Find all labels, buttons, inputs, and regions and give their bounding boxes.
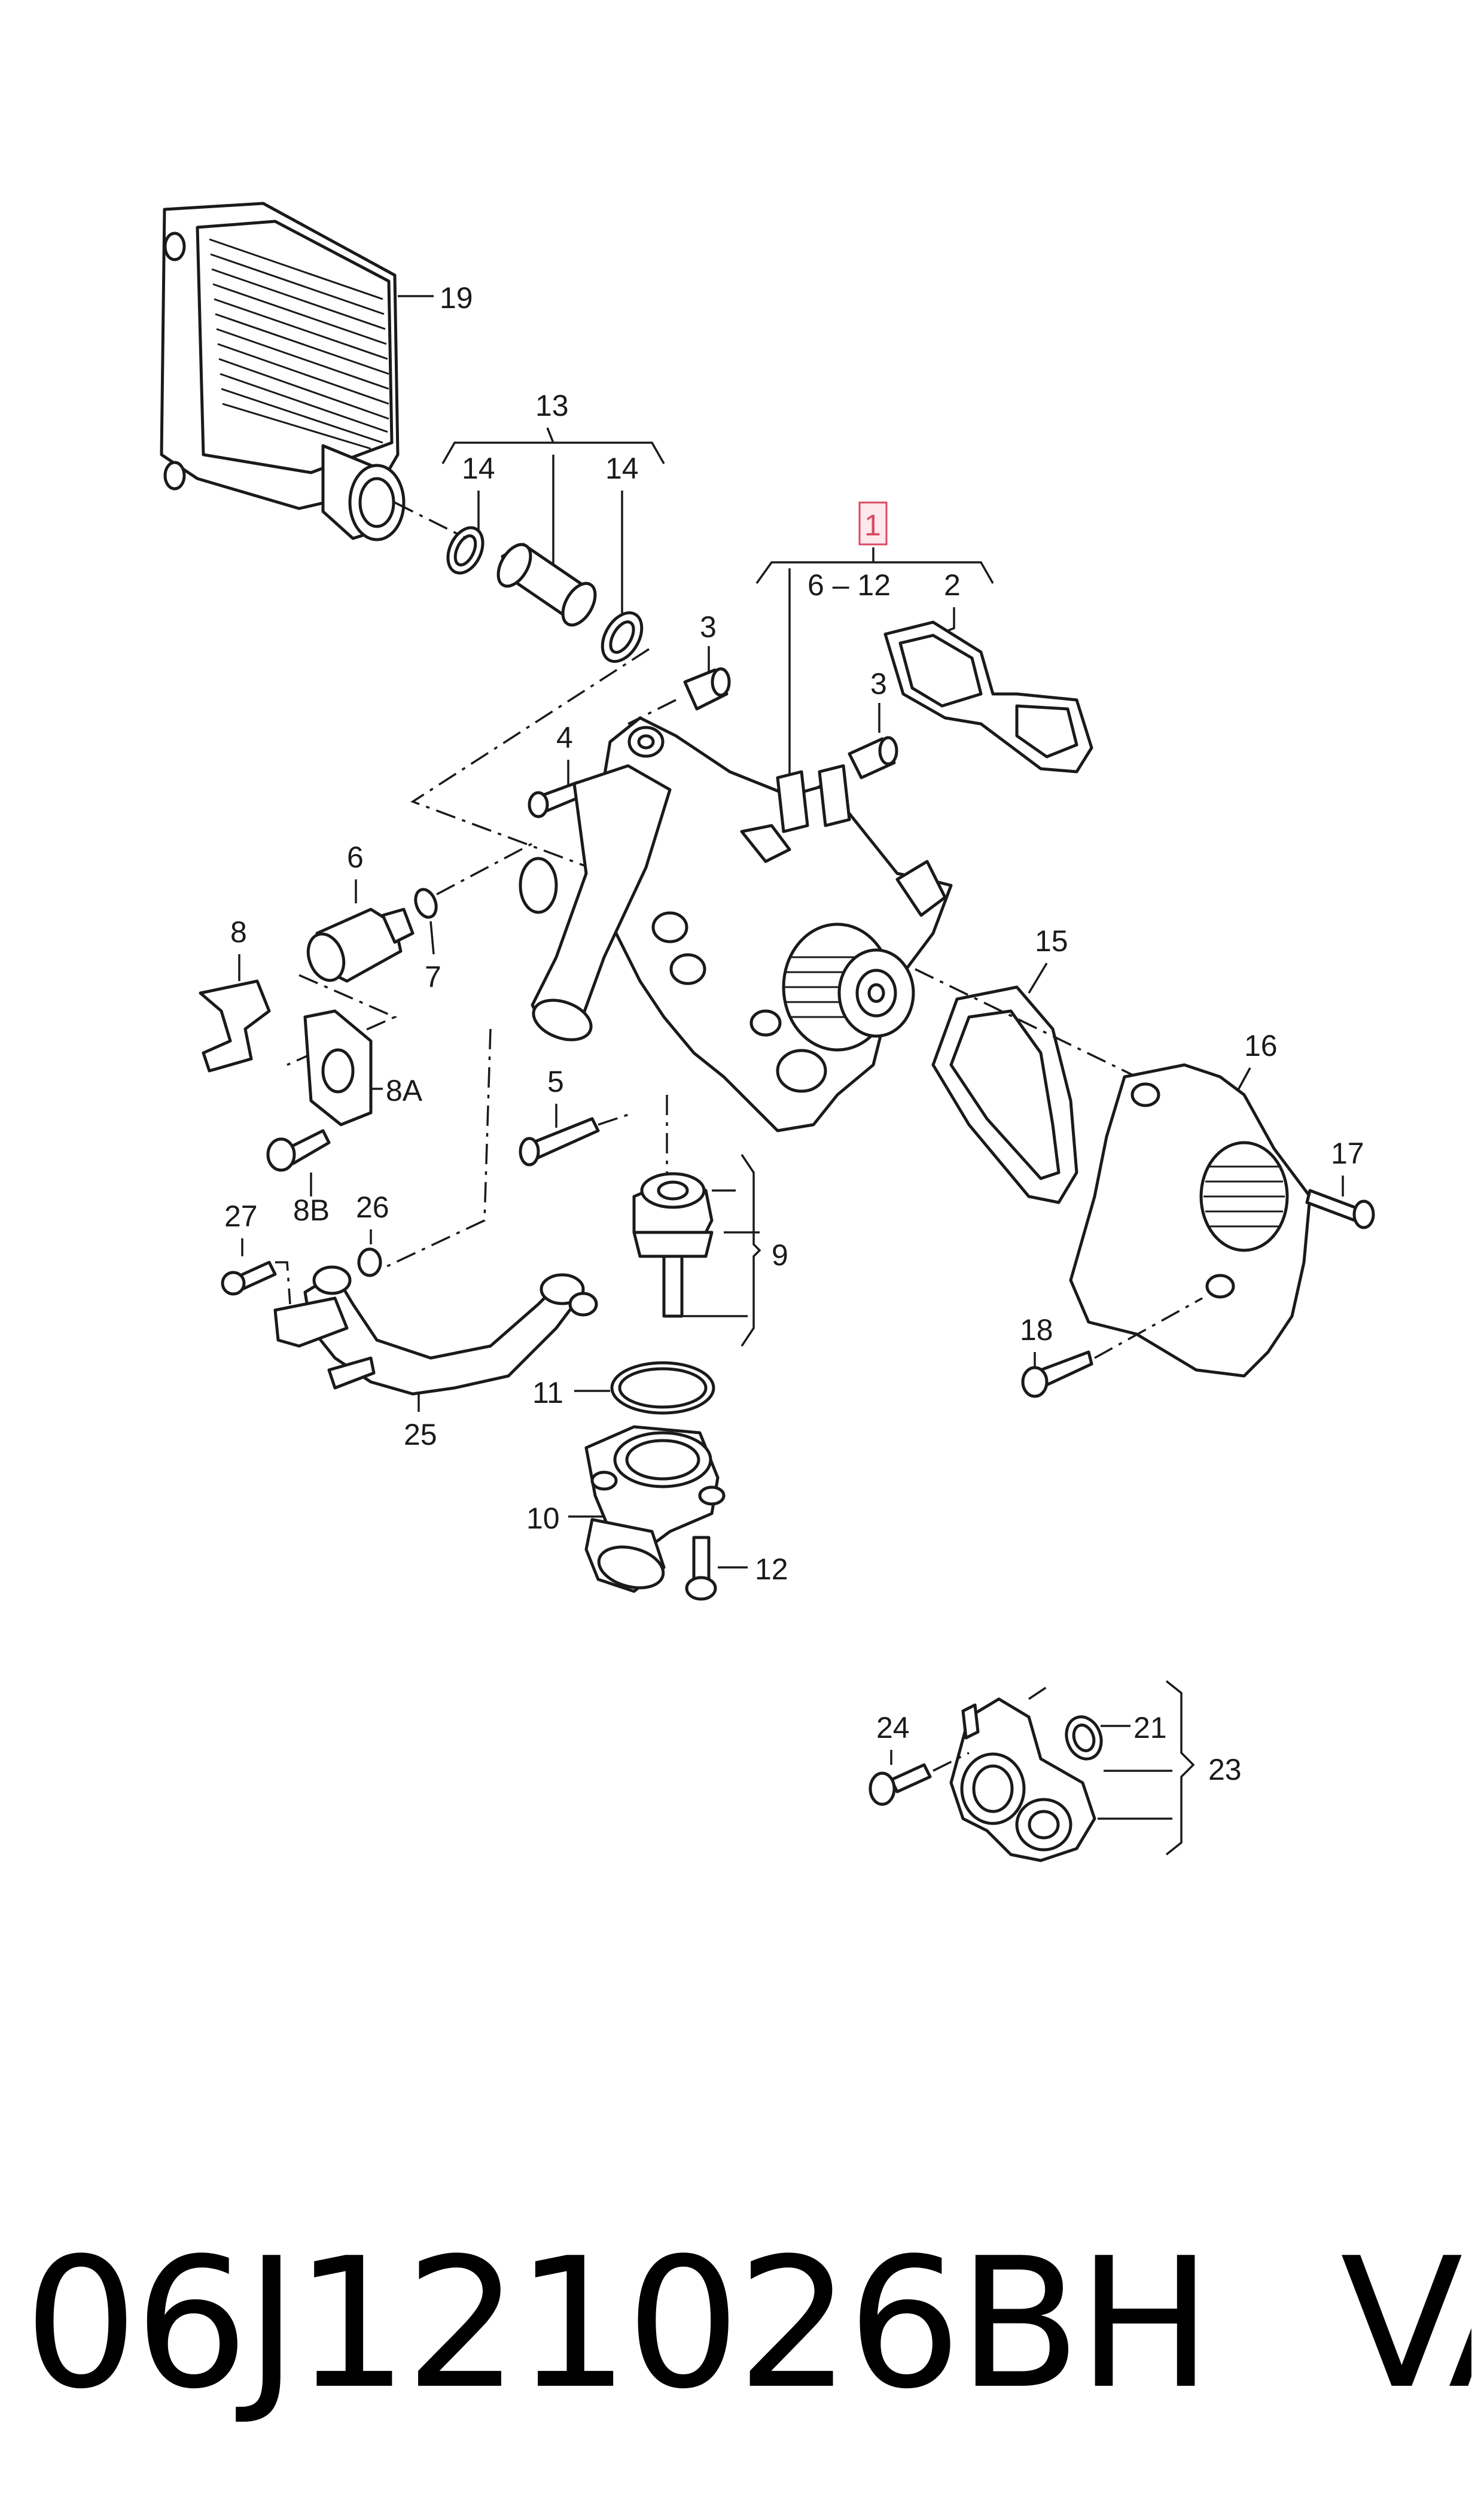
bolt-5 bbox=[519, 1117, 600, 1167]
callout-3-right: 3 bbox=[870, 667, 887, 701]
callout-11: 11 bbox=[532, 1376, 563, 1409]
callout-26: 26 bbox=[356, 1191, 389, 1224]
bolt-17 bbox=[1305, 1189, 1375, 1229]
callout-25: 25 bbox=[404, 1418, 437, 1451]
callout-18: 18 bbox=[1020, 1313, 1053, 1347]
callout-14-left: 14 bbox=[462, 452, 495, 485]
callout-2: 2 bbox=[944, 568, 961, 602]
bolt-24 bbox=[869, 1763, 932, 1806]
bolt-12 bbox=[685, 1536, 717, 1601]
temperature-sensor-6 bbox=[306, 908, 415, 983]
callout-15: 15 bbox=[1035, 924, 1068, 958]
coolant-flange-23 bbox=[949, 1697, 1096, 1862]
gasket-2 bbox=[883, 620, 1093, 774]
callout-14-right: 14 bbox=[605, 452, 639, 485]
callout-6-12: 6 – 12 bbox=[807, 568, 891, 602]
callout-19: 19 bbox=[440, 281, 473, 315]
o-ring-14-right bbox=[601, 611, 644, 663]
callout-8a: 8A bbox=[386, 1074, 423, 1107]
dowel-3-left bbox=[683, 667, 731, 711]
water-pump-housing bbox=[519, 716, 953, 1132]
o-ring-26 bbox=[357, 1247, 382, 1277]
o-ring-11 bbox=[610, 1361, 715, 1415]
callout-27: 27 bbox=[224, 1199, 258, 1233]
o-ring-21 bbox=[1065, 1715, 1103, 1761]
callout-13: 13 bbox=[535, 389, 569, 422]
brand-label: VAG bbox=[1340, 2225, 1471, 2423]
callout-8b: 8B bbox=[293, 1193, 330, 1227]
callout-12: 12 bbox=[755, 1552, 788, 1586]
callout-16: 16 bbox=[1244, 1029, 1278, 1062]
callout-5: 5 bbox=[547, 1065, 564, 1098]
callout-10: 10 bbox=[526, 1502, 560, 1535]
clip-8 bbox=[199, 979, 271, 1073]
o-ring-7 bbox=[414, 888, 438, 919]
coolant-pipe-25 bbox=[273, 1265, 598, 1396]
oil-cooler-19 bbox=[160, 202, 406, 541]
callout-7: 7 bbox=[425, 960, 441, 994]
callout-1: 1 bbox=[864, 509, 881, 542]
thermostat-housing-10 bbox=[584, 1425, 726, 1593]
callout-3-left: 3 bbox=[700, 610, 717, 644]
callout-21: 21 bbox=[1133, 1711, 1167, 1744]
callout-23: 23 bbox=[1208, 1753, 1242, 1786]
callout-1-highlight bbox=[858, 501, 888, 546]
dowel-3-right bbox=[848, 736, 898, 780]
callout-4: 4 bbox=[556, 721, 573, 754]
callout-9: 9 bbox=[772, 1238, 788, 1272]
callout-6: 6 bbox=[347, 841, 364, 874]
o-ring-14-left bbox=[446, 526, 484, 575]
callout-17: 17 bbox=[1331, 1137, 1364, 1170]
connector-13 bbox=[496, 543, 597, 627]
callout-24: 24 bbox=[876, 1711, 910, 1744]
thermostat-9 bbox=[632, 1172, 714, 1318]
bolt-18 bbox=[1021, 1350, 1093, 1398]
part-number-footer: 06J121026BH VAG bbox=[24, 2225, 1471, 2423]
toothed-belt-15 bbox=[931, 985, 1078, 1204]
callout-8: 8 bbox=[230, 915, 247, 949]
gasket-8a bbox=[303, 1009, 373, 1126]
bolt-27 bbox=[221, 1260, 277, 1296]
pump-impeller-gear bbox=[782, 922, 915, 1052]
part-number: 06J121026BH bbox=[24, 2225, 1212, 2423]
belt-cover-16 bbox=[1069, 1063, 1312, 1378]
bolt-8b bbox=[266, 1129, 331, 1172]
